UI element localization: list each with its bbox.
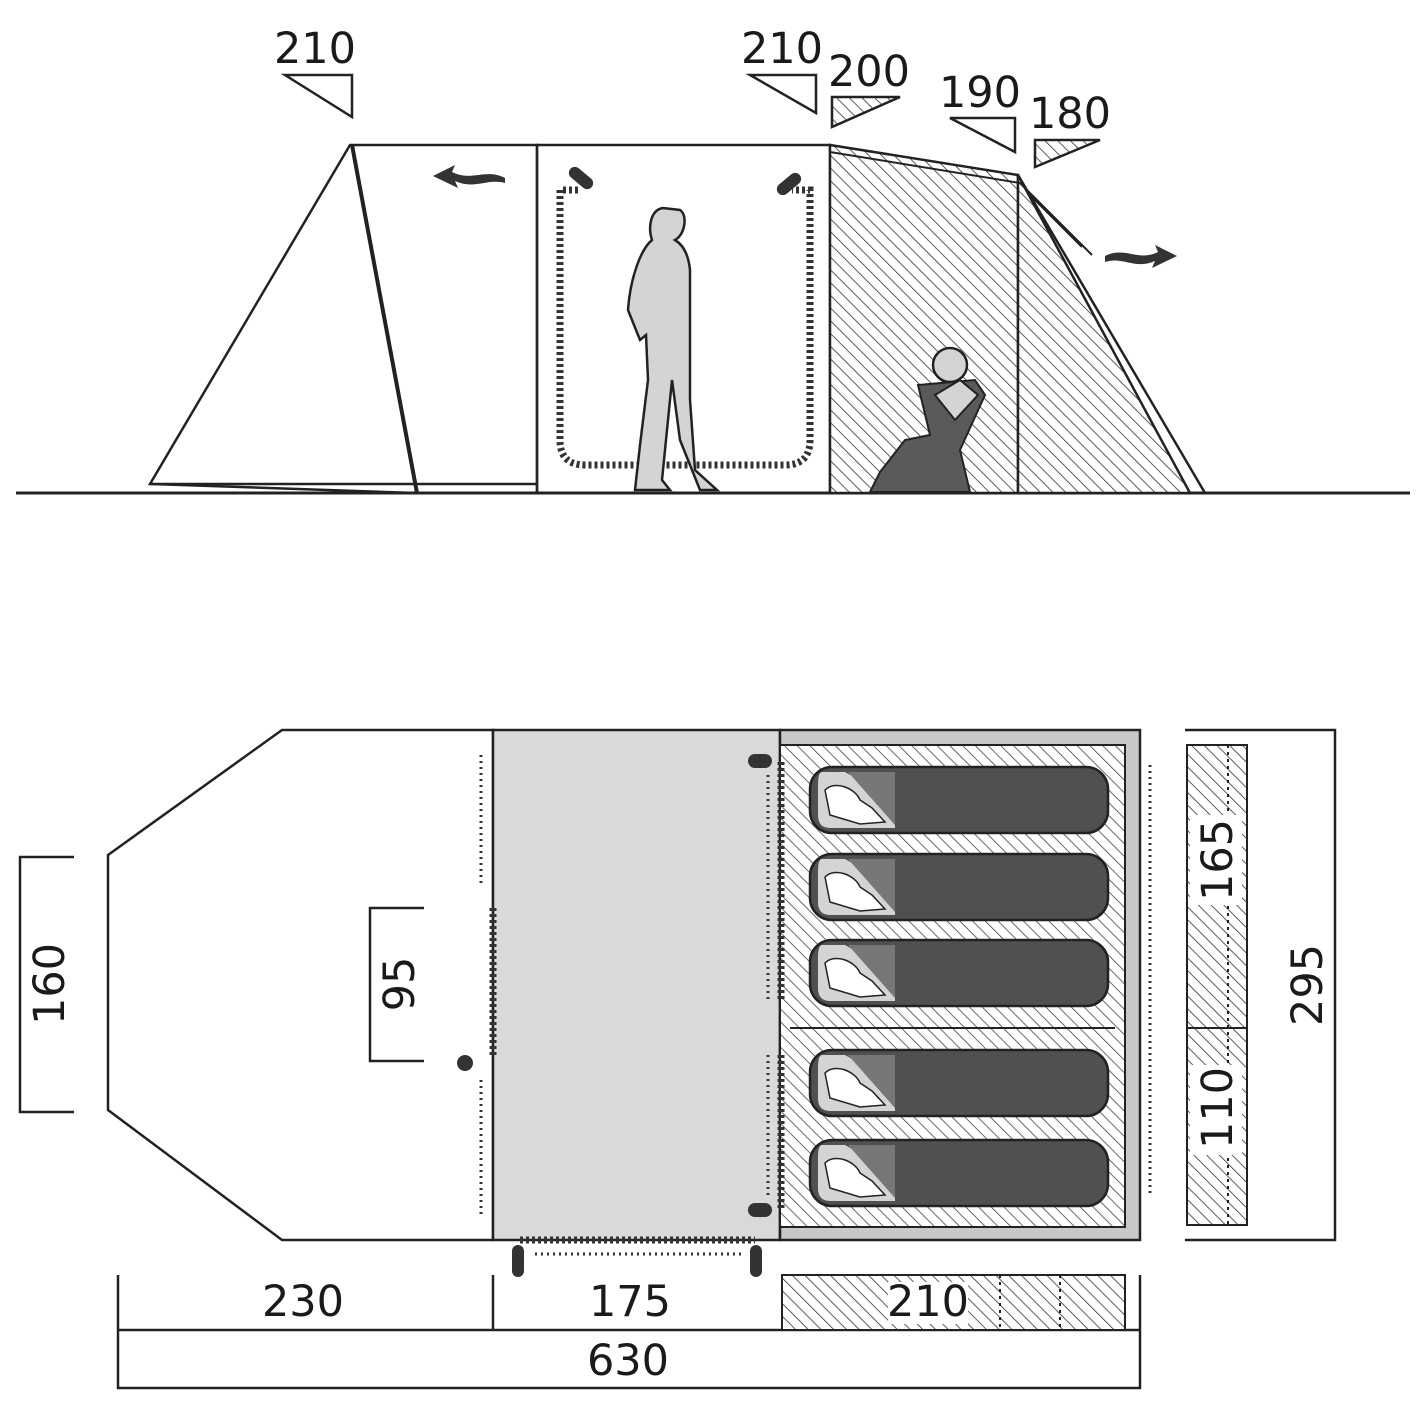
airflow-arrow-in-icon	[433, 165, 505, 188]
airflow-arrow-out-icon	[1105, 245, 1177, 268]
height-label: 190	[939, 68, 1021, 118]
floor-plan: 160 95 165 110 295 230 175 210 630	[18, 728, 1337, 1390]
sleeping-bag	[808, 765, 1110, 835]
height-label: 210	[274, 24, 356, 74]
front-width-label: 160	[25, 943, 75, 1025]
door-width-label: 95	[375, 957, 425, 1012]
height-marker-h4: 190	[939, 68, 1021, 155]
porch-side	[147, 143, 539, 495]
porch-area	[106, 728, 495, 1242]
sleeping-bag	[808, 938, 1110, 1008]
standing-person-icon	[626, 206, 721, 492]
bedroom-a-width-label: 165	[1193, 819, 1243, 901]
vent-right	[776, 172, 802, 196]
height-marker-h2: 210	[741, 24, 823, 116]
height-label: 180	[1029, 89, 1111, 139]
seated-person-icon	[868, 346, 987, 493]
total-width-bracket	[1185, 728, 1337, 1242]
porch-length-label: 230	[262, 1277, 344, 1327]
sleeping-bag	[808, 1138, 1110, 1208]
total-length-label: 630	[587, 1336, 669, 1386]
living-area	[491, 728, 782, 1242]
door-width-bracket	[368, 906, 424, 1063]
height-label: 210	[741, 24, 823, 74]
sleeping-bag	[808, 1048, 1110, 1118]
bedroom-length-label: 210	[887, 1277, 969, 1327]
bedroom-b-width-label: 110	[1193, 1067, 1243, 1149]
sleeping-bag	[808, 852, 1110, 922]
living-length-label: 175	[589, 1277, 671, 1327]
height-marker-h3: 200	[828, 47, 910, 129]
front-width-bracket	[18, 855, 74, 1114]
total-width-label: 295	[1283, 944, 1333, 1026]
rear-section-side	[1016, 174, 1193, 495]
side-view: 210 210 200 190 180	[16, 24, 1410, 495]
height-marker-h1: 210	[274, 24, 356, 120]
height-label: 200	[828, 47, 910, 97]
height-marker-h5: 180	[1029, 89, 1111, 169]
vent-left	[568, 166, 594, 190]
porch-pole	[350, 144, 419, 494]
door-zipper	[556, 186, 814, 469]
